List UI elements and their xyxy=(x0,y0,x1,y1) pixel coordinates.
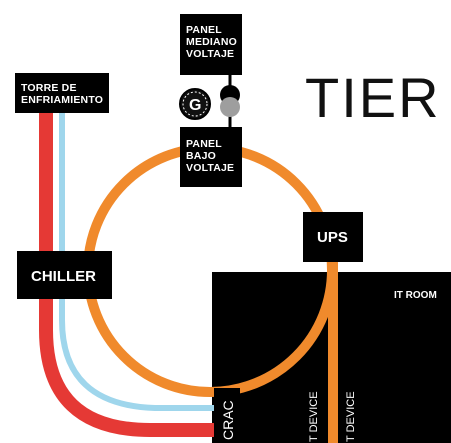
cold-water-pipe xyxy=(59,90,215,411)
generator-ring xyxy=(182,91,208,117)
generator-icon xyxy=(179,88,211,120)
panel-bajo-line-3: VOLTAJE xyxy=(186,162,234,174)
torre-line-2: ENFRIAMIENTO xyxy=(21,94,103,106)
panel-bajo-line-2: BAJO xyxy=(186,150,216,162)
panel-bajo-line-1: PANEL xyxy=(186,138,222,150)
it-device-label-2: T DEVICE xyxy=(345,391,357,442)
ups-label: UPS xyxy=(317,229,348,246)
panel-mediano-line-2: MEDIANO xyxy=(186,36,237,48)
panel-bajo-voltaje xyxy=(180,127,242,187)
diagram-title: TIER I xyxy=(305,66,451,129)
panel-mediano-voltaje xyxy=(180,14,242,75)
ups-box xyxy=(303,212,363,262)
it-device-label-1: T DEVICE xyxy=(308,391,320,442)
chiller-label: CHILLER xyxy=(31,268,96,285)
crac-label: CRAC xyxy=(220,400,236,440)
hot-water-pipe xyxy=(39,90,215,437)
panel-mediano-line-1: PANEL xyxy=(186,24,222,36)
panel-mediano-line-3: VOLTAJE xyxy=(186,48,234,60)
torre-line-1: TORRE DE xyxy=(21,82,77,94)
crac-box xyxy=(214,388,240,443)
transfer-switch-lower xyxy=(220,97,240,117)
torre-enfriamiento xyxy=(15,73,109,113)
chiller-box xyxy=(17,251,112,299)
it-room-label: IT ROOM xyxy=(394,290,437,301)
generator-label: G xyxy=(189,97,201,114)
